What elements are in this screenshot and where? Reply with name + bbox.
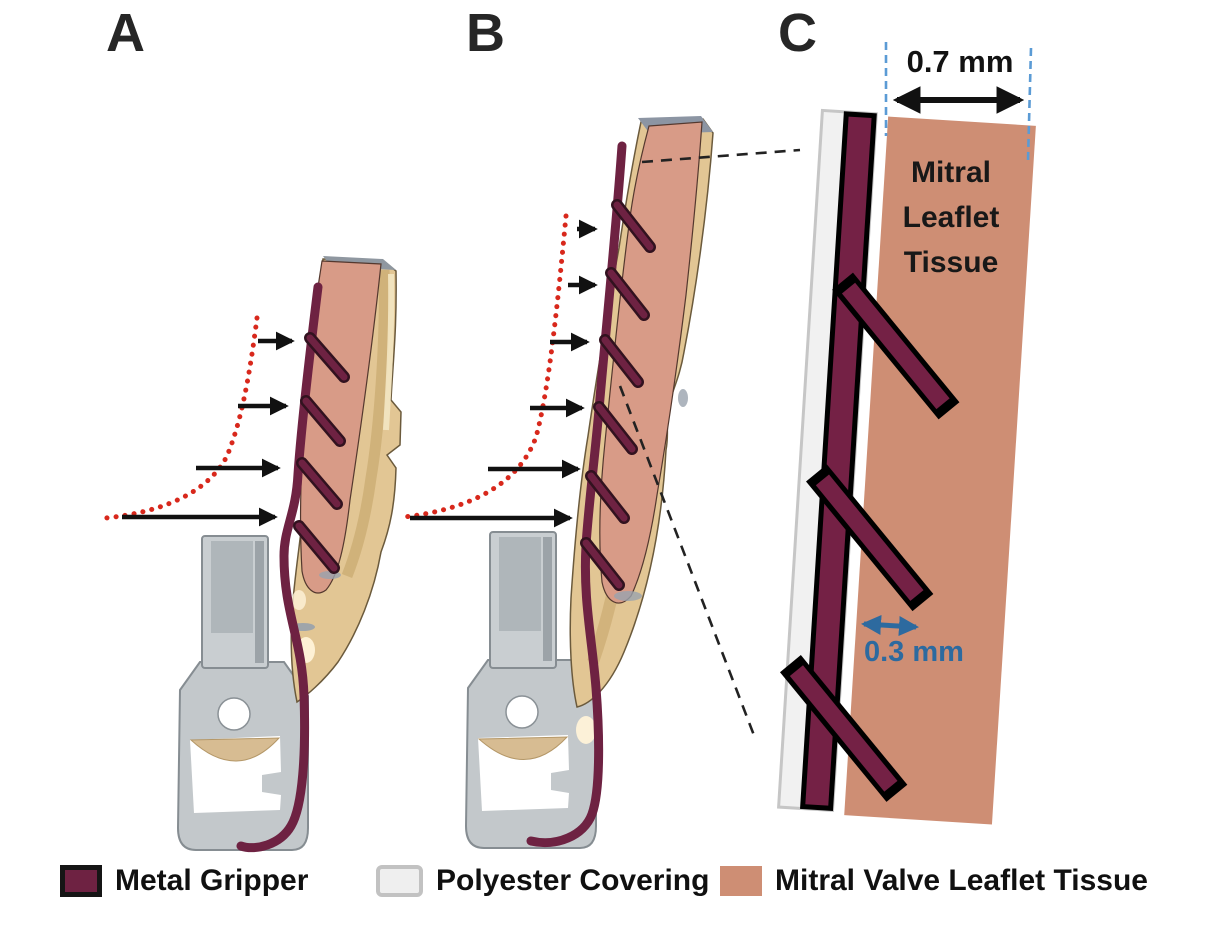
- panel-c-schematic: [777, 108, 1036, 825]
- magnification-leader-lines: [618, 148, 801, 739]
- arm-glint: [292, 590, 306, 610]
- polyester-covering-swatch: [376, 865, 423, 897]
- metal-gripper-swatch: [60, 865, 102, 897]
- legend-label: Mitral Valve Leaflet Tissue: [775, 864, 1148, 897]
- leaflet-tissue-swatch: [720, 866, 762, 896]
- base-crescent: [189, 737, 281, 762]
- base-crescent: [477, 736, 569, 760]
- guide-dash-right: [1026, 47, 1033, 161]
- grasped-tissue: [599, 121, 703, 604]
- legend-label: Polyester Covering: [436, 864, 710, 897]
- legend-item-metal-gripper: Metal Gripper: [60, 860, 308, 902]
- shaft-inset: [211, 541, 253, 633]
- gripper-barbs-schematic: [779, 272, 960, 802]
- legend-item-polyester-covering: Polyester Covering: [376, 860, 709, 902]
- legend-label: Metal Gripper: [115, 864, 309, 897]
- gripper-barbs: [293, 332, 350, 574]
- panel-a-device: [103, 256, 402, 853]
- gripper-wire: [526, 141, 627, 848]
- pressure-arrows: [410, 219, 598, 528]
- legend-item-leaflet-tissue: Mitral Valve Leaflet Tissue: [720, 860, 1148, 902]
- shaft-shadow: [543, 537, 552, 661]
- shaft-shadow: [255, 541, 264, 663]
- pressure-curve: [103, 315, 260, 521]
- arm-highlight: [383, 273, 395, 431]
- leaflet-tissue-block: [844, 116, 1036, 825]
- panel-label-a: A: [106, 3, 146, 63]
- shaft-inset: [499, 537, 541, 631]
- pressure-curve: [401, 213, 569, 520]
- arm-glint: [576, 716, 596, 744]
- pressure-arrows: [122, 331, 295, 527]
- dimension-guides: [861, 42, 1033, 637]
- base-pin-hole: [217, 697, 251, 731]
- gap-dimension-arrow: [861, 614, 919, 637]
- gap-dimension-label: 0.3 mm: [864, 636, 964, 668]
- gripper-barbs: [580, 199, 656, 591]
- tissue-glint: [614, 591, 642, 601]
- gripper-wire: [236, 282, 323, 853]
- width-dimension-label: 0.7 mm: [906, 44, 1014, 79]
- panel-label-b: B: [466, 3, 506, 63]
- panel-label-c: C: [778, 3, 818, 63]
- base-pin-hole: [505, 695, 539, 729]
- tissue-glint: [678, 389, 688, 407]
- arm-shading: [341, 269, 390, 579]
- tissue-caption: Mitral Leaflet Tissue: [902, 156, 1000, 279]
- panel-b-device: [401, 116, 801, 849]
